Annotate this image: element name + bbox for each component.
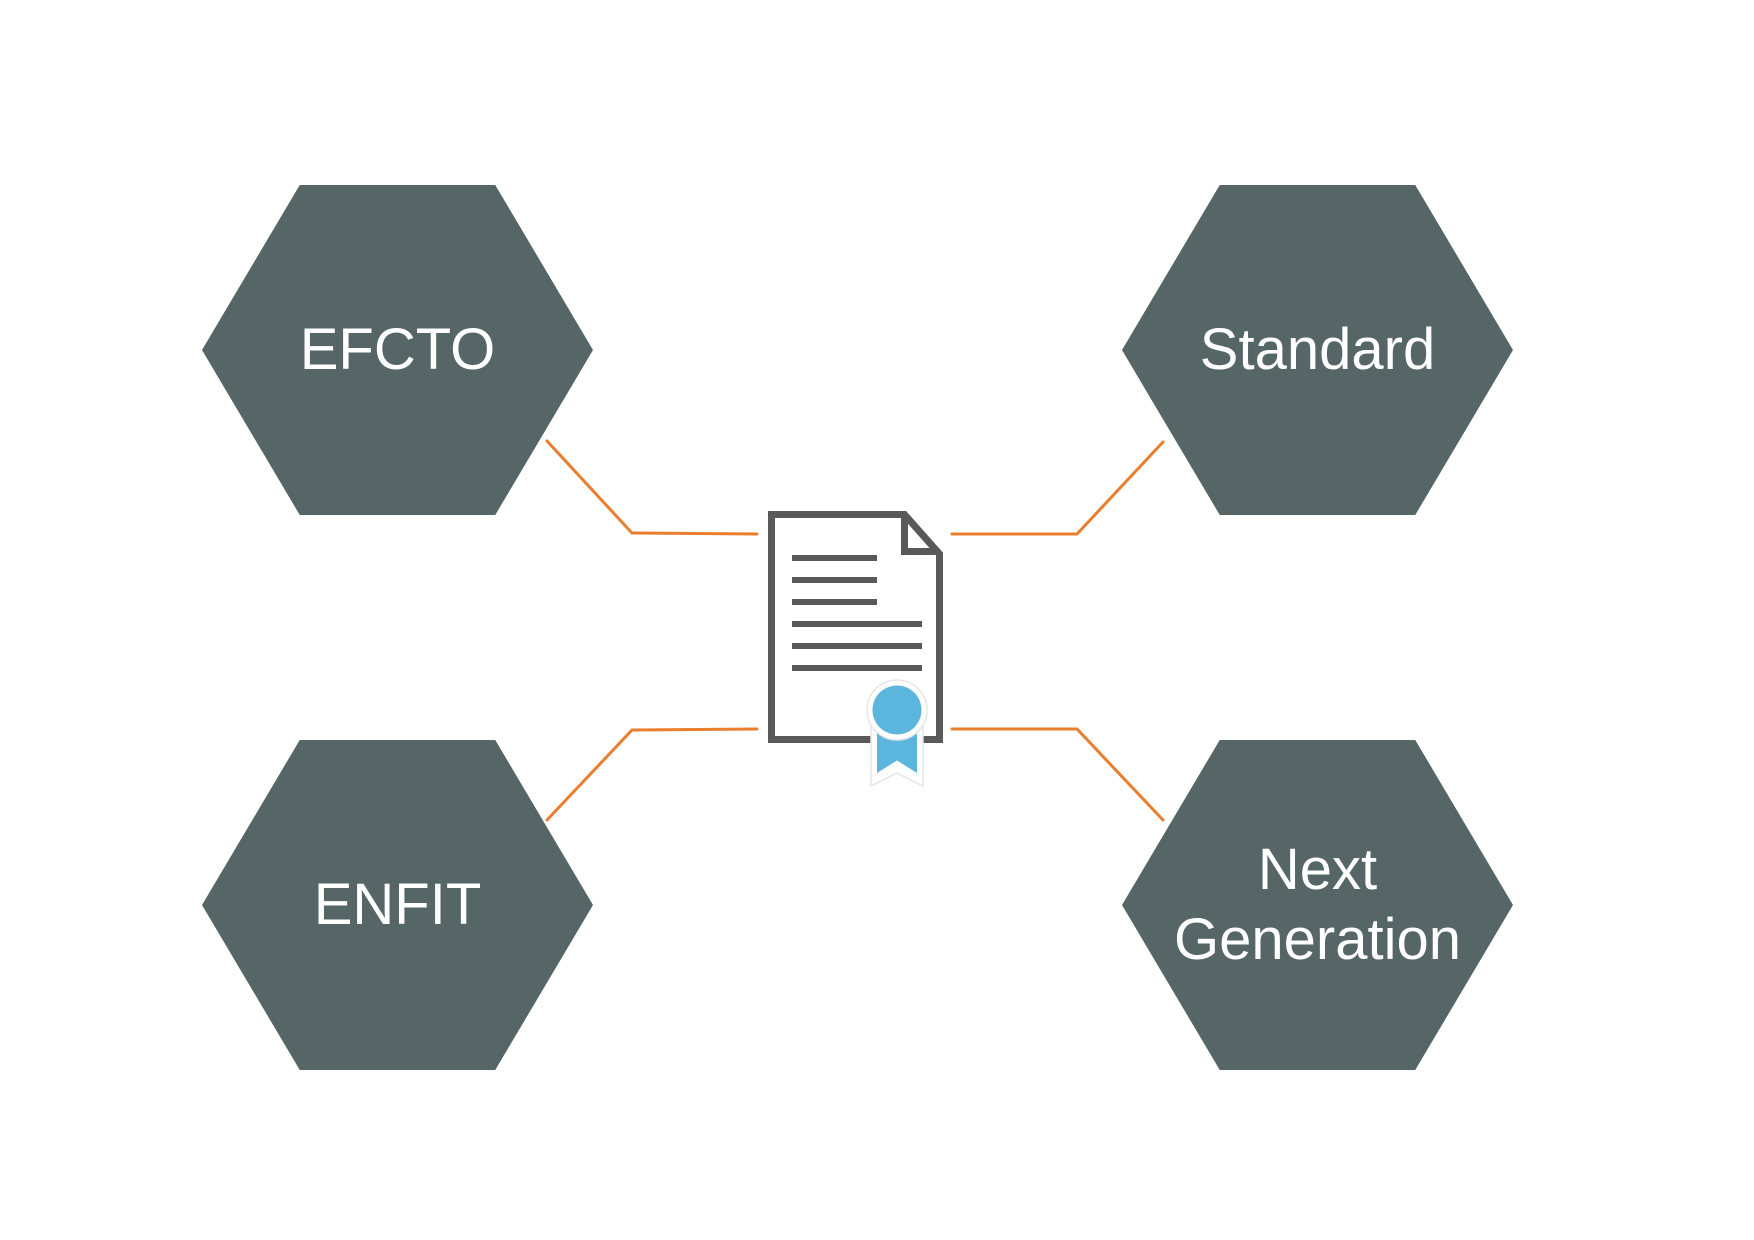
document-folded-corner [901, 514, 940, 555]
hexagon-label-standard: Standard [1199, 317, 1436, 383]
hexagon-label-efcto: EFCTO [299, 317, 496, 383]
connector-top-right [950, 440, 1165, 536]
document-text-lines [792, 555, 922, 671]
hexagon-label-next-generation: Next Generation [1174, 837, 1461, 972]
hexagon-label-enfit: ENFIT [313, 872, 482, 938]
seal-circle [872, 685, 922, 735]
connectors [545, 439, 1165, 822]
connector-bottom-right [950, 727, 1165, 822]
connector-top-left [545, 439, 759, 536]
certificate-document-icon [768, 511, 943, 788]
connector-bottom-left [545, 727, 759, 822]
certificate-seal [866, 679, 928, 788]
